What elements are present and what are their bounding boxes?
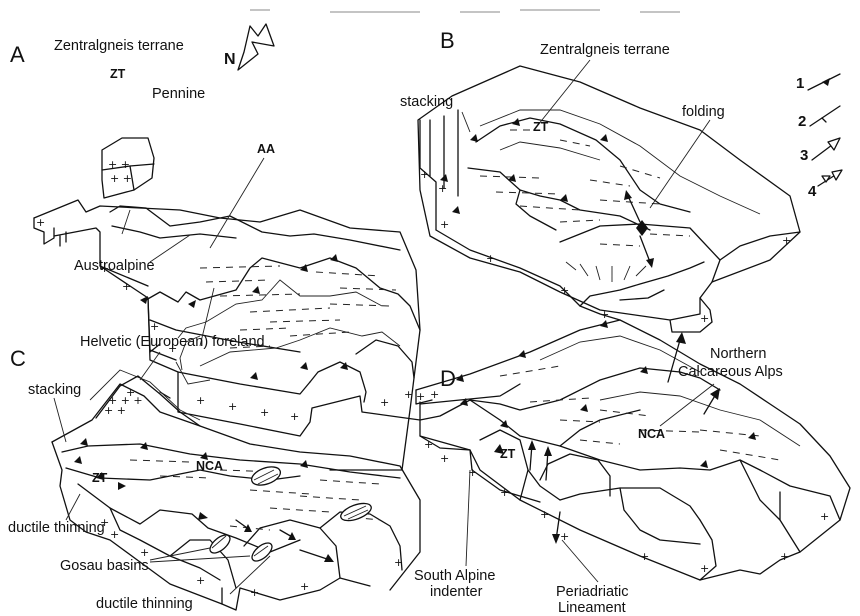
svg-text:+: +: [110, 528, 119, 541]
svg-text:+: +: [416, 390, 425, 403]
stacking-label-b: stacking: [400, 94, 453, 110]
nca-label-c: NCA: [196, 459, 223, 473]
indenter-label: indenter: [430, 584, 483, 600]
svg-text:+: +: [122, 280, 131, 293]
svg-text:+: +: [424, 438, 433, 451]
svg-text:+: +: [404, 388, 413, 401]
zt-label-a: ZT: [110, 67, 126, 81]
svg-text:+: +: [700, 562, 709, 575]
north-label: N: [224, 51, 236, 68]
svg-text:+: +: [394, 556, 403, 569]
panel-d-letter: D: [440, 366, 456, 391]
svg-text:+: +: [300, 580, 309, 593]
svg-text:+: +: [560, 530, 569, 543]
svg-text:+: +: [640, 550, 649, 563]
aa-label: AA: [257, 142, 275, 156]
svg-text:+ +: + +: [104, 404, 126, 417]
svg-text:+: +: [260, 406, 269, 419]
zentralgneis-terrane-label-a: Zentralgneis terrane: [54, 38, 184, 54]
svg-text:+: +: [150, 320, 159, 333]
svg-text:+: +: [36, 216, 45, 229]
svg-text:+: +: [196, 574, 205, 587]
svg-text:+: +: [440, 452, 449, 465]
zt-label-b: ZT: [533, 120, 549, 134]
calcareous-alps-label: Calcareous Alps: [678, 364, 783, 380]
svg-text:+: +: [600, 308, 609, 321]
zt-label-c: ZT: [92, 471, 108, 485]
svg-text:+: +: [486, 252, 495, 265]
panel-a-letter: A: [10, 42, 25, 67]
svg-text:+: +: [290, 410, 299, 423]
svg-text:+: +: [440, 218, 449, 231]
panel-d: + + + + + + + + + + + + D Northern Calca…: [414, 320, 850, 616]
svg-text:+: +: [782, 234, 791, 247]
legend-thrust-icon: [822, 78, 830, 86]
legend-normal-fault-icon: [822, 118, 826, 122]
svg-text:+: +: [500, 486, 509, 499]
legend-label-2: 2: [798, 113, 806, 130]
svg-text:+: +: [126, 386, 135, 399]
panel-b-letter: B: [440, 28, 455, 53]
svg-text:+: +: [430, 388, 439, 401]
svg-text:+ +: + +: [108, 158, 130, 171]
helvetic-foreland-label: Helvetic (European) foreland: [80, 334, 265, 350]
scan-artifact: [250, 10, 680, 12]
zentralgneis-terrane-label-b: Zentralgneis terrane: [540, 42, 670, 58]
legend-label-3: 3: [800, 147, 808, 164]
stacking-label-c: stacking: [28, 382, 81, 398]
panel-c: + + + + + + + + + + + + + C Helvetic (Eu…: [8, 334, 420, 612]
legend-label-1: 1: [796, 75, 804, 92]
pennine-label: Pennine: [152, 86, 205, 102]
svg-text:+: +: [420, 168, 429, 181]
svg-text:+: +: [438, 182, 447, 195]
svg-text:+ +: + +: [110, 172, 132, 185]
nca-label-d: NCA: [638, 427, 665, 441]
panel-a: + + + + + + + + + + + + + + + A Zentralg…: [10, 24, 420, 480]
ductile-thinning-label-1: ductile thinning: [8, 520, 105, 536]
gosau-basins-label: Gosau basins: [60, 558, 149, 574]
svg-text:+: +: [700, 312, 709, 325]
northern-label: Northern: [710, 346, 766, 362]
svg-text:+: +: [820, 510, 829, 523]
legend-label-4: 4: [808, 183, 817, 200]
svg-text:+: +: [380, 396, 389, 409]
zt-label-d: ZT: [500, 447, 516, 461]
south-alpine-label: South Alpine: [414, 568, 495, 584]
svg-text:+: +: [780, 550, 789, 563]
svg-text:+: +: [540, 508, 549, 521]
panel-b: + + + + + + + + B Zentralgneis terrane s…: [400, 28, 800, 332]
panel-c-letter: C: [10, 346, 26, 371]
periadriatic-label: Periadriatic: [556, 584, 629, 600]
north-arrow-icon: N: [224, 24, 274, 70]
folding-label: folding: [682, 104, 725, 120]
austroalpine-label: Austroalpine: [74, 258, 155, 274]
svg-text:+: +: [196, 394, 205, 407]
svg-text:+: +: [228, 400, 237, 413]
svg-text:+: +: [560, 284, 569, 297]
ductile-thinning-label-2: ductile thinning: [96, 596, 193, 612]
legend: 1 2 3 4: [796, 74, 842, 200]
lineament-label: Lineament: [558, 600, 626, 616]
svg-text:+: +: [250, 586, 259, 599]
